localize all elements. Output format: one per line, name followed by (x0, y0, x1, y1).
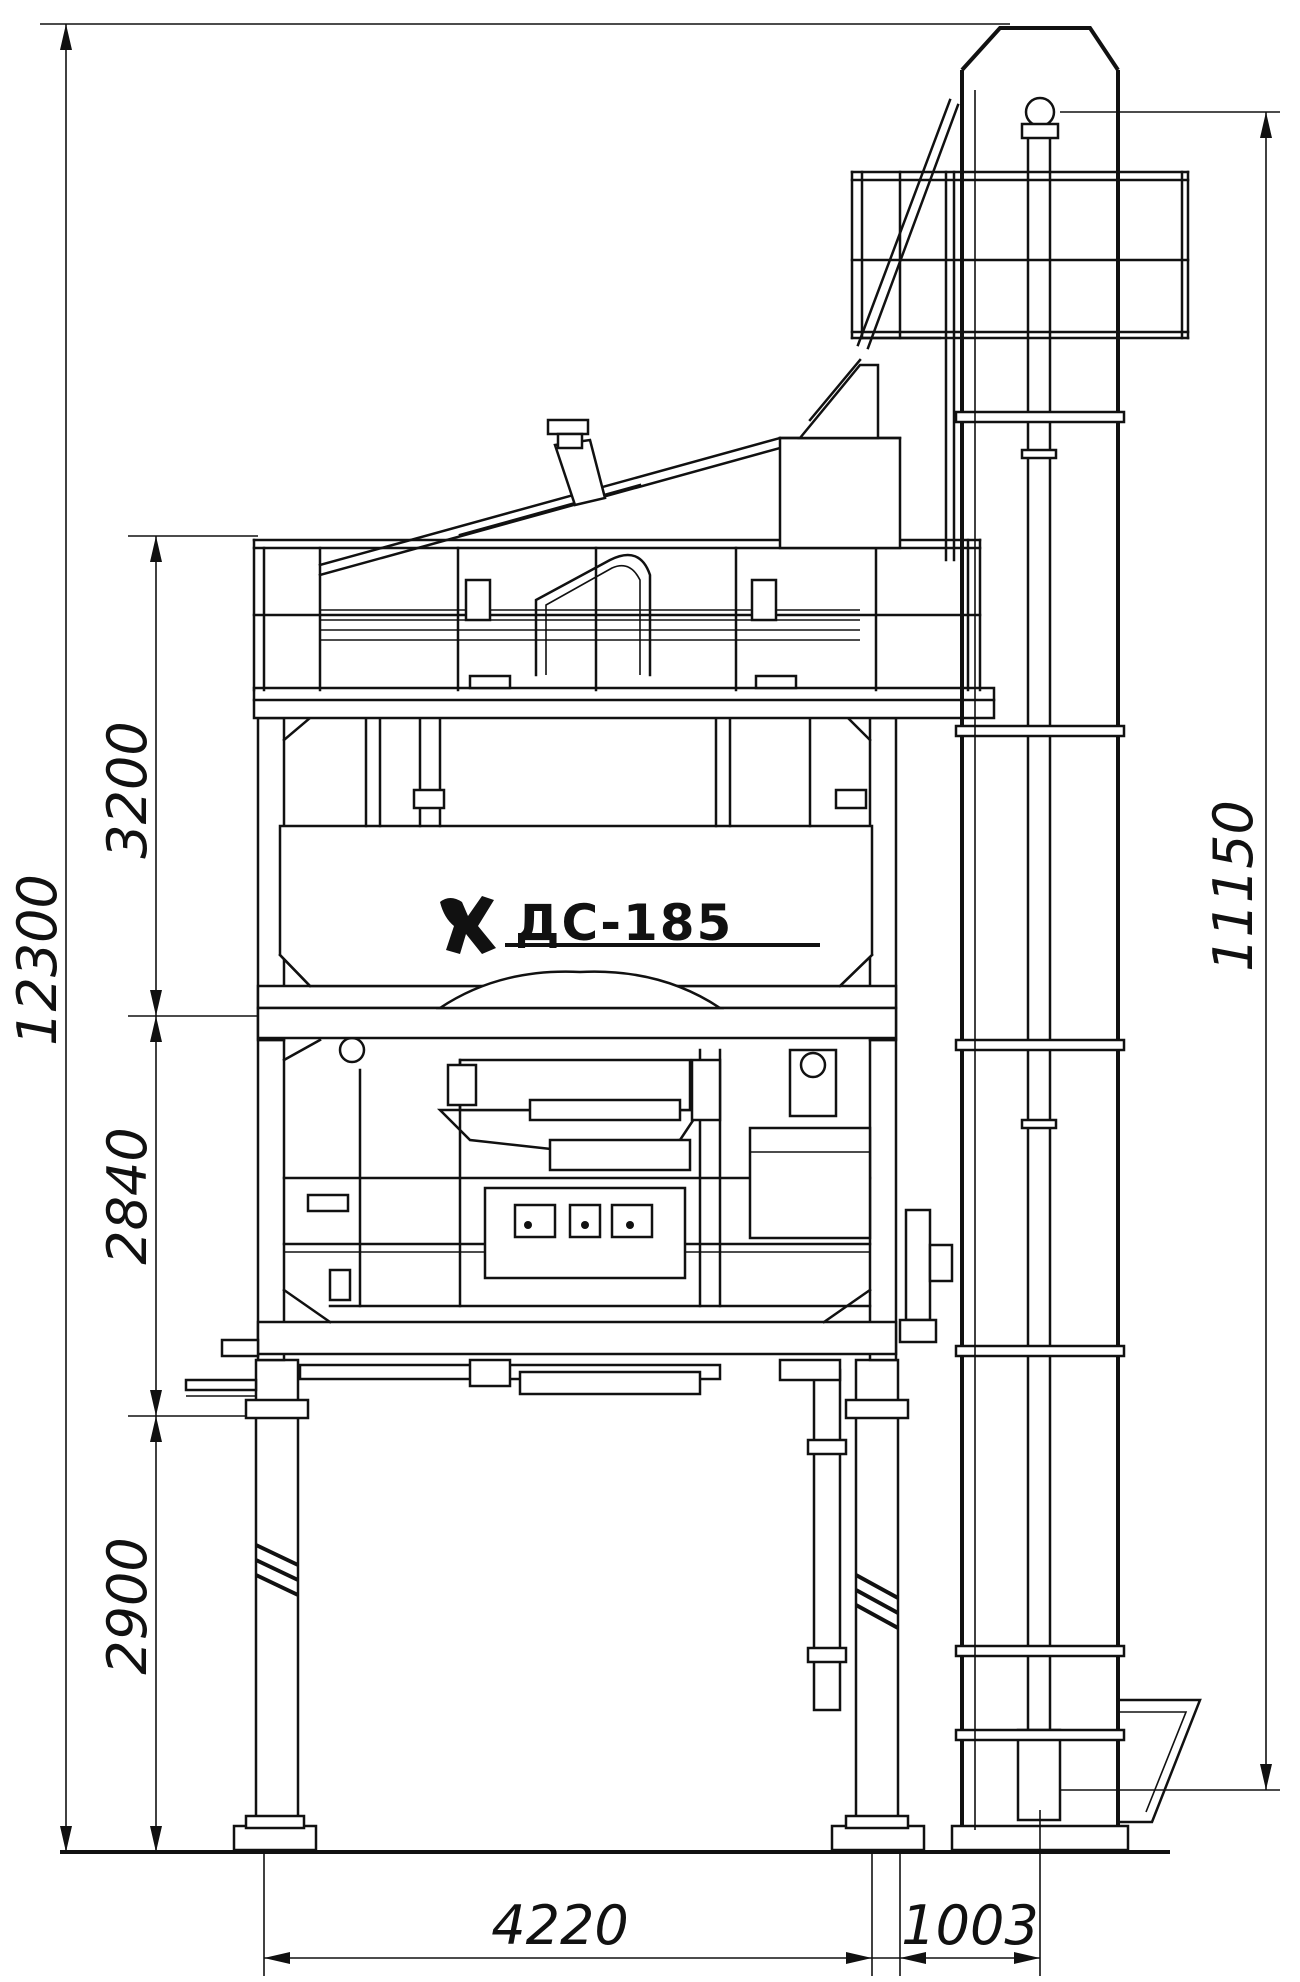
elevator-platform (850, 170, 1190, 562)
dim-middle-section: 2840 (96, 1127, 159, 1264)
brand-model-label: ДС-185 (515, 894, 733, 952)
lower-frame (184, 1036, 954, 1397)
dim-upper-section: 3200 (96, 721, 159, 858)
dim-overall-height: 12300 (6, 874, 69, 1046)
leg-hatch-left (255, 1543, 299, 1597)
middle-frame: ДС-185 (256, 716, 898, 1042)
dim-frame-width: 4220 (491, 1894, 628, 1957)
dimension-lines (40, 23, 1280, 1976)
leg-hatch-right (855, 1573, 899, 1630)
brand-logo (440, 896, 496, 954)
bucket-elevator (950, 26, 1202, 1852)
dim-elevator-offset: 1003 (901, 1894, 1038, 1957)
dim-lower-section: 2900 (96, 1537, 159, 1674)
support-legs (232, 1358, 926, 1852)
top-platform (252, 98, 996, 720)
dim-elevator-height: 11150 (1202, 800, 1265, 972)
